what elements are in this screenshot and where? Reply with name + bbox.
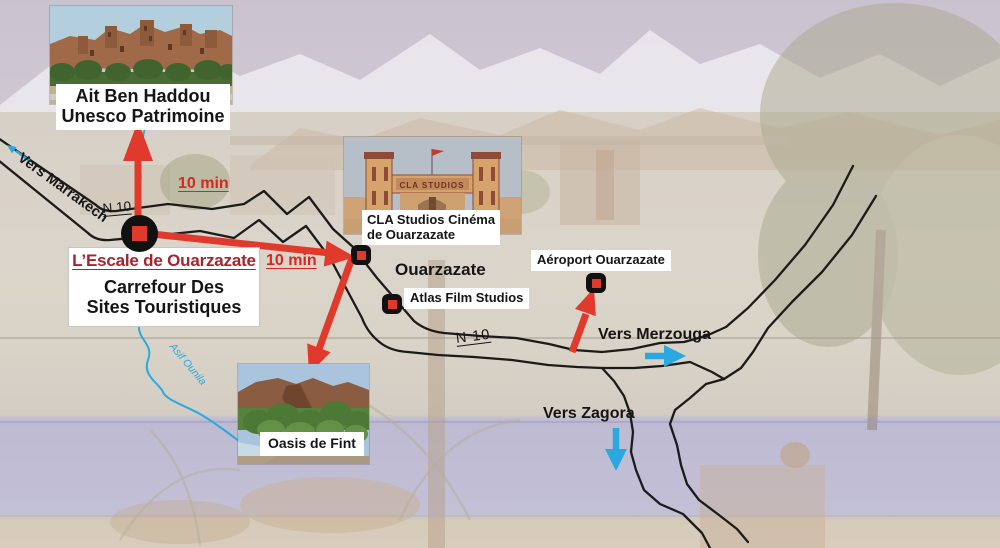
ait-label-line2: Unesco Patrimoine [61, 106, 225, 127]
cla-label-line2: de Ouarzazate [367, 226, 456, 242]
cla-studios-label: CLA Studios Cinéma de Ouarzazate [362, 210, 501, 246]
atlas-mountains [0, 30, 1000, 112]
airport-marker-square [591, 278, 601, 288]
n10-label-west: N 10 [102, 198, 132, 216]
red-arrow-to-cla-studios [151, 230, 355, 267]
escale-marker-square [132, 226, 147, 241]
vers-merzouga-label: Vers Merzouga [598, 326, 711, 343]
ouarzazate-city-label: Ouarzazate [395, 260, 486, 279]
cla-gate-sign: CLA STUDIOS [400, 181, 465, 190]
oasis-de-fint-label: Oasis de Fint [260, 432, 364, 456]
road-zagora-west-edge [600, 366, 712, 548]
escale-title: L’Escale de Ouarzazate [72, 251, 256, 270]
blue-arrow-vers-marrakech [7, 145, 31, 163]
ait-label-line1: Ait Ben Haddou [75, 86, 211, 106]
escale-card: L’Escale de Ouarzazate Carrefour Des Sit… [69, 248, 259, 326]
ait-ben-haddou-label: Ait Ben Haddou Unesco Patrimoine [56, 84, 230, 130]
atlas-film-studios-label: Atlas Film Studios [404, 288, 530, 309]
blue-arrow-vers-zagora [605, 428, 627, 471]
road-network [0, 137, 878, 548]
atlas-film-studios-marker [382, 294, 402, 314]
palm-fronds [118, 398, 521, 546]
olive-tree [758, 3, 1000, 431]
vers-zagora-label: Vers Zagora [543, 405, 635, 422]
blue-arrow-vers-merzouga [645, 345, 686, 367]
escale-subtitle-line1: Carrefour Des [103, 277, 225, 298]
road-northeast-edge1 [658, 164, 855, 345]
red-arrow-to-airport [568, 288, 596, 354]
cla-marker-square [356, 250, 366, 260]
airport-label: Aéroport Ouarzazate [531, 250, 671, 271]
road-n10-south-edge [0, 160, 726, 381]
cla-label-line1: CLA Studios Cinéma [367, 212, 496, 227]
road-northeast-edge2 [668, 194, 878, 544]
red-arrow-to-oasis-de-fint [307, 256, 356, 374]
escale-junction-marker [121, 215, 158, 252]
airport-marker [586, 273, 606, 293]
cla-studios-marker [351, 245, 371, 265]
atlas-marker-square [387, 299, 397, 309]
travel-time-cla: 10 min [266, 252, 317, 269]
travel-time-ait: 10 min [178, 175, 229, 192]
escale-subtitle-line2: Sites Touristiques [86, 297, 242, 318]
